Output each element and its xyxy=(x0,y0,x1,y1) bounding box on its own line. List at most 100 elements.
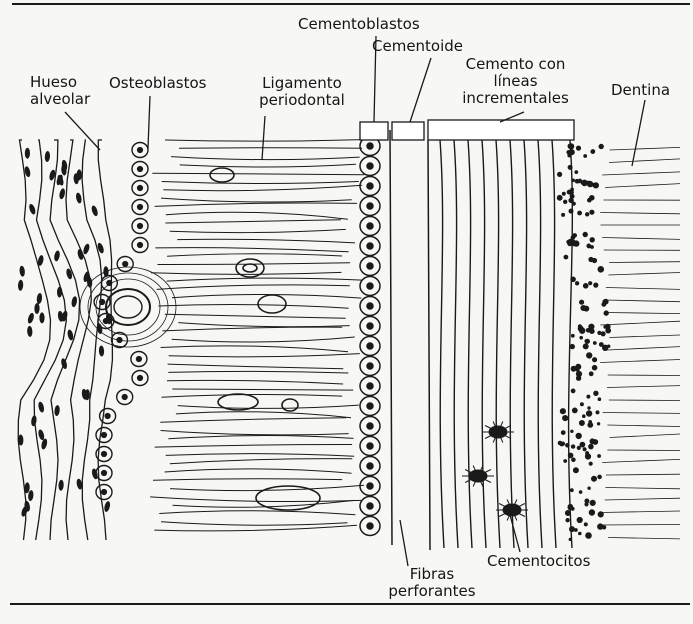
ligament-fiber xyxy=(157,285,350,290)
ligament-fiber xyxy=(180,164,356,167)
ligament-fiber xyxy=(163,185,362,190)
dentin-granule xyxy=(578,325,581,328)
osteoblast-nucleus xyxy=(138,376,143,381)
osteocyte xyxy=(18,280,24,291)
cementoblast-nucleus xyxy=(367,263,373,269)
dentinal-tubule xyxy=(602,459,680,462)
dentin-granule xyxy=(565,511,570,516)
dentinal-tubule xyxy=(608,273,680,276)
dentin-granule xyxy=(576,371,581,376)
dentin-granule xyxy=(594,283,598,287)
dentin-granule xyxy=(573,468,578,473)
cementocytes xyxy=(462,422,528,521)
dentin-granule xyxy=(570,527,575,532)
dentin-granule xyxy=(561,442,564,445)
dentin-granule xyxy=(561,431,565,435)
dentin-granule xyxy=(568,242,572,246)
dentin-granule xyxy=(592,365,597,370)
incremental-line xyxy=(510,140,514,548)
ligament-fiber xyxy=(159,511,355,515)
cementum-box xyxy=(428,120,574,140)
ligament-fiber xyxy=(167,278,363,281)
dentin-granule xyxy=(589,257,593,261)
osteoblast-nucleus xyxy=(102,471,107,476)
dentin-granule xyxy=(571,366,576,371)
cementum-edge xyxy=(428,140,430,550)
osteoblast-nucleus xyxy=(122,395,127,400)
cementoblast-nucleus xyxy=(367,163,373,169)
dentin-granule xyxy=(586,213,589,216)
dentinal-tubule xyxy=(602,172,680,175)
incremental-line xyxy=(524,140,528,548)
cementoblast-nucleus xyxy=(367,323,373,329)
osteoblast-nucleus xyxy=(104,319,109,324)
dentin-granule xyxy=(571,430,573,432)
dentin-granule xyxy=(598,455,601,458)
ligament-fiber xyxy=(167,254,342,256)
dentin-granule xyxy=(602,303,606,307)
dentin-granule xyxy=(586,533,592,539)
dentinal-tubule xyxy=(605,498,680,500)
large-vessel-inner xyxy=(114,296,142,318)
osteoblast-nucleus xyxy=(137,357,142,362)
dentinal-tubule xyxy=(608,375,680,376)
osteocyte xyxy=(36,293,43,305)
dentin-granule xyxy=(583,415,586,418)
label-cementocitos: Cementocitos xyxy=(487,553,590,570)
osteocyte xyxy=(54,405,60,416)
dentin-granule xyxy=(585,499,589,503)
osteoblast-nucleus xyxy=(105,414,110,419)
dentin-granule xyxy=(574,241,579,246)
dentin-granule xyxy=(599,343,603,347)
osteoblast-nucleus xyxy=(102,452,107,457)
osteocyte xyxy=(58,480,64,491)
dentin-granule xyxy=(585,339,589,343)
cementoblast-layer xyxy=(360,130,430,550)
ligament-vessel xyxy=(258,295,286,313)
osteocyte xyxy=(71,296,78,308)
ligament-fiber xyxy=(178,405,359,408)
dentin-granule xyxy=(570,489,573,492)
label-dentina: Dentina xyxy=(611,82,670,99)
dentin-granule xyxy=(560,409,565,414)
dentinal-tubule xyxy=(608,347,681,350)
dentinal-tubule xyxy=(604,300,680,302)
cementoblast-nucleus xyxy=(367,423,373,429)
dentin-granule xyxy=(588,245,591,248)
dentin-granule xyxy=(598,398,601,401)
dentinal-tubule xyxy=(600,360,680,363)
cementoblast-nucleus xyxy=(367,503,373,509)
dentin-granule xyxy=(575,282,578,285)
leader-fibras xyxy=(400,520,408,566)
cementum-layer xyxy=(440,140,572,548)
osteocyte xyxy=(39,312,44,323)
dentin-granule xyxy=(591,246,594,249)
dentin-granule xyxy=(583,448,586,451)
osteocyte xyxy=(103,501,111,513)
ligament-fiber xyxy=(178,323,349,327)
dentin-granule xyxy=(575,171,578,174)
dentin-granule xyxy=(580,336,583,339)
ligament-fiber xyxy=(151,272,342,274)
ligament-fiber xyxy=(152,173,364,175)
cementoblast-nucleus xyxy=(367,443,373,449)
dentin-granule xyxy=(594,391,598,395)
leader-cementoide xyxy=(410,58,431,122)
dentin-granule xyxy=(580,328,585,333)
osteoblast-nucleus xyxy=(138,205,143,210)
ligament-fiber xyxy=(179,148,362,149)
dentin-granule xyxy=(571,236,575,240)
dentin-granule xyxy=(572,458,576,462)
dentin-granule xyxy=(588,181,593,186)
dentin-granule xyxy=(580,300,584,304)
ligament-vessel xyxy=(282,399,298,411)
dentinal-tubule xyxy=(602,238,680,240)
large-vessel xyxy=(106,289,150,325)
dentin-granule xyxy=(571,389,575,393)
ligament-fiber xyxy=(172,337,355,342)
dentinal-tubule xyxy=(603,413,680,414)
dentin-granule xyxy=(575,529,578,532)
dentin-granule xyxy=(597,423,599,425)
dentin-granule xyxy=(603,526,606,529)
